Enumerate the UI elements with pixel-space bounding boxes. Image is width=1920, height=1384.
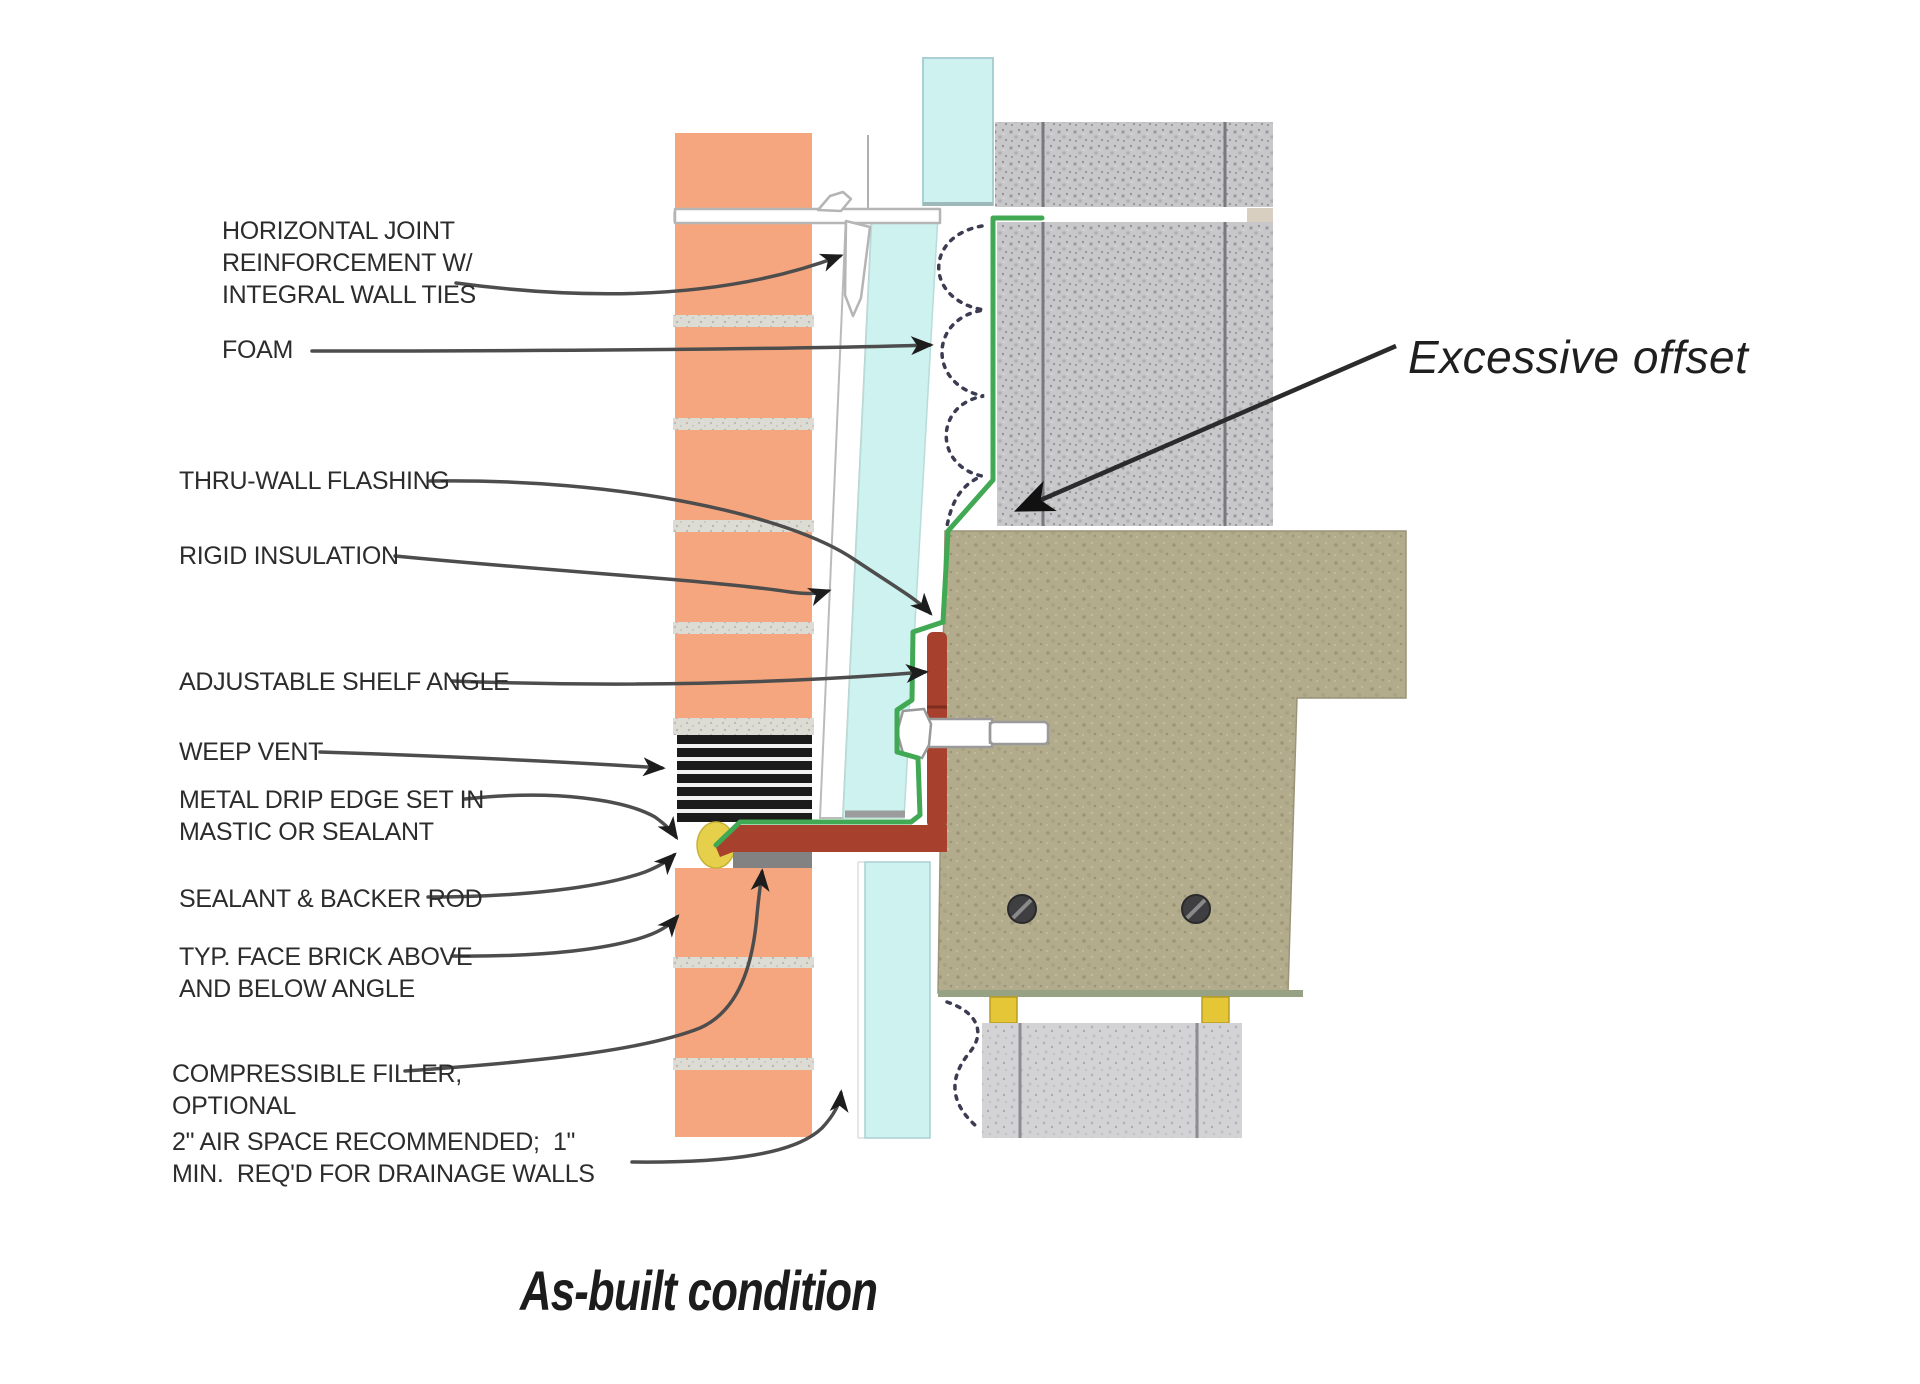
leader-horizontal-joint-reinforcement [454,253,844,296]
cmu-bed-joint [995,207,1273,222]
cmu-head-joints [1041,122,1227,526]
leader-excessive-offset [1013,343,1397,512]
cmu-course-2 [997,222,1273,526]
leader-compressible-filler [403,868,770,1073]
leader-thru-wall-flashing [428,479,933,616]
label-weep-vent: WEEP VENT [179,738,324,766]
rigid-insulation-below [857,861,931,1139]
bearing-shims [989,996,1230,1024]
cmu-course-top [995,122,1273,207]
adjustment-bolt [895,707,1050,760]
cmu-lower-head-joints [1018,1023,1199,1138]
leader-weep-vent [318,750,666,777]
wall-tie [673,190,942,318]
shelf-angle-assembly [696,632,1050,869]
slab-body [937,530,1407,994]
leader-foam [310,336,934,356]
annotation-excessive-offset: Excessive offset [1408,331,1749,383]
slab-anchor-bolts [1007,894,1211,924]
leader-adjustable-shelf-angle [450,664,929,686]
cmu-backup-upper [995,122,1273,526]
angle-horizontal-leg [733,825,947,852]
rigid-insulation-above [922,57,994,206]
foam-lower [945,1000,980,1128]
tie-hook [816,190,853,213]
label-adjustable-shelf-angle: ADJUSTABLE SHELF ANGLE [179,668,510,696]
bearing-plate-line [938,990,1303,997]
leader-rigid-insulation [393,554,832,607]
bolt-hex-head [895,707,933,760]
weep-vent-block [677,735,812,822]
brick-veneer [673,133,814,1137]
cmu-backup-lower [982,1023,1242,1138]
flashing-green-line [713,215,1045,848]
label-air-space: 2" AIR SPACE RECOMMENDED; 1" MIN. REQ'D … [172,1128,595,1188]
label-thru-wall-flashing: THRU-WALL FLASHING [179,467,450,495]
shelf-angle-steel [715,632,947,857]
brick-courses [675,133,812,1137]
leader-lines [310,253,934,1164]
label-horizontal-joint-reinforcement: HORIZONTAL JOINT REINFORCEMENT W/ INTEGR… [222,217,476,309]
label-compressible-filler: COMPRESSIBLE FILLER, OPTIONAL [172,1060,462,1120]
leader-sealant-backer-rod [426,852,677,899]
weep-vent-louvers [677,744,812,813]
foam-upper [937,224,988,528]
leader-typ-face-brick [450,914,680,958]
cmu-lower-body [982,1023,1242,1138]
label-rigid-insulation: RIGID INSULATION [179,542,399,570]
tie-drop-leg [843,219,872,318]
leader-air-space [630,1089,849,1164]
concrete-slab [937,530,1407,1024]
label-sealant-backer-rod: SEALANT & BACKER ROD [179,885,483,913]
label-foam: FOAM [222,336,294,364]
foam-dashes [937,224,988,1128]
tie-horizontal-band [673,207,942,225]
label-typ-face-brick: TYP. FACE BRICK ABOVE AND BELOW ANGLE [179,943,473,1003]
label-metal-drip-edge: METAL DRIP EDGE SET IN MASTIC OR SEALANT [179,786,485,846]
compressible-filler-bar [733,850,812,868]
leader-metal-drip-edge [463,793,679,841]
cmu-joint-filler [1247,208,1273,222]
figure-title: As-built condition [520,1259,878,1322]
